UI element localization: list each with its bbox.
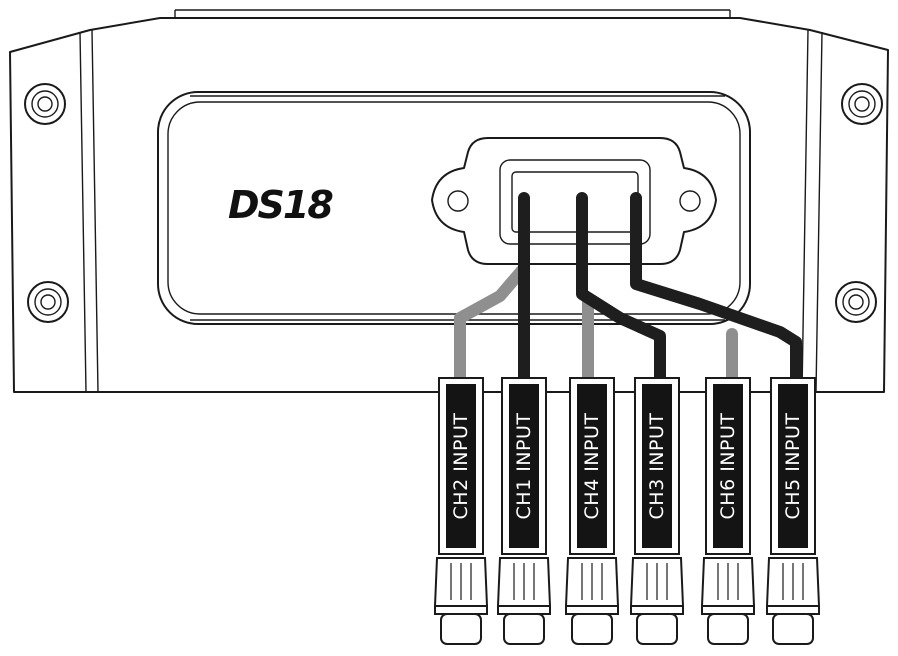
- cable-ch5-input: CH5 INPUT: [765, 377, 821, 645]
- mounting-hole-top-right: [841, 83, 883, 125]
- cable-ch4-input: CH4 INPUT: [564, 377, 620, 645]
- channel-label: CH5 INPUT: [782, 413, 804, 520]
- channel-label: CH1 INPUT: [513, 413, 535, 520]
- input-connector: [431, 137, 717, 265]
- label-band: [577, 384, 607, 548]
- channel-label: CH4 INPUT: [581, 413, 603, 520]
- rca-plug-collar: [766, 605, 820, 615]
- rca-plug-tip: [772, 613, 814, 645]
- rca-plug-collar: [565, 605, 619, 615]
- cable-ch2-input: CH2 INPUT: [433, 377, 489, 645]
- rca-plug-collar: [497, 605, 551, 615]
- label-band: [446, 384, 476, 548]
- rca-plug-tip: [571, 613, 613, 645]
- rca-cables: CH2 INPUT CH1 INPUT CH4 INPUT CH3 INPUT CH6 …: [433, 377, 821, 645]
- label-band: [642, 384, 672, 548]
- label-band: [713, 384, 743, 548]
- rca-plug-tip: [503, 613, 545, 645]
- brand-logo: DS18: [228, 183, 333, 227]
- mounting-hole-bottom-left: [27, 281, 69, 323]
- label-band: [509, 384, 539, 548]
- rca-plug-tip: [636, 613, 678, 645]
- rca-plug-tip: [707, 613, 749, 645]
- cable-ch6-input: CH6 INPUT: [700, 377, 756, 645]
- wire-ch3: [576, 192, 666, 386]
- cable-ch1-input: CH1 INPUT: [496, 377, 552, 645]
- channel-label: CH6 INPUT: [717, 413, 739, 520]
- rca-plug-collar: [434, 605, 488, 615]
- rca-plug-collar: [630, 605, 684, 615]
- cable-ch3-input: CH3 INPUT: [629, 377, 685, 645]
- rca-plug-collar: [701, 605, 755, 615]
- mounting-hole-bottom-right: [835, 281, 877, 323]
- wire-ch5: [630, 192, 802, 386]
- mounting-hole-top-left: [24, 83, 66, 125]
- rca-plug-tip: [440, 613, 482, 645]
- wire-ch2: [454, 262, 530, 386]
- channel-label: CH3 INPUT: [646, 413, 668, 520]
- channel-label: CH2 INPUT: [450, 413, 472, 520]
- wiring-harness: [454, 192, 802, 386]
- label-band: [778, 384, 808, 548]
